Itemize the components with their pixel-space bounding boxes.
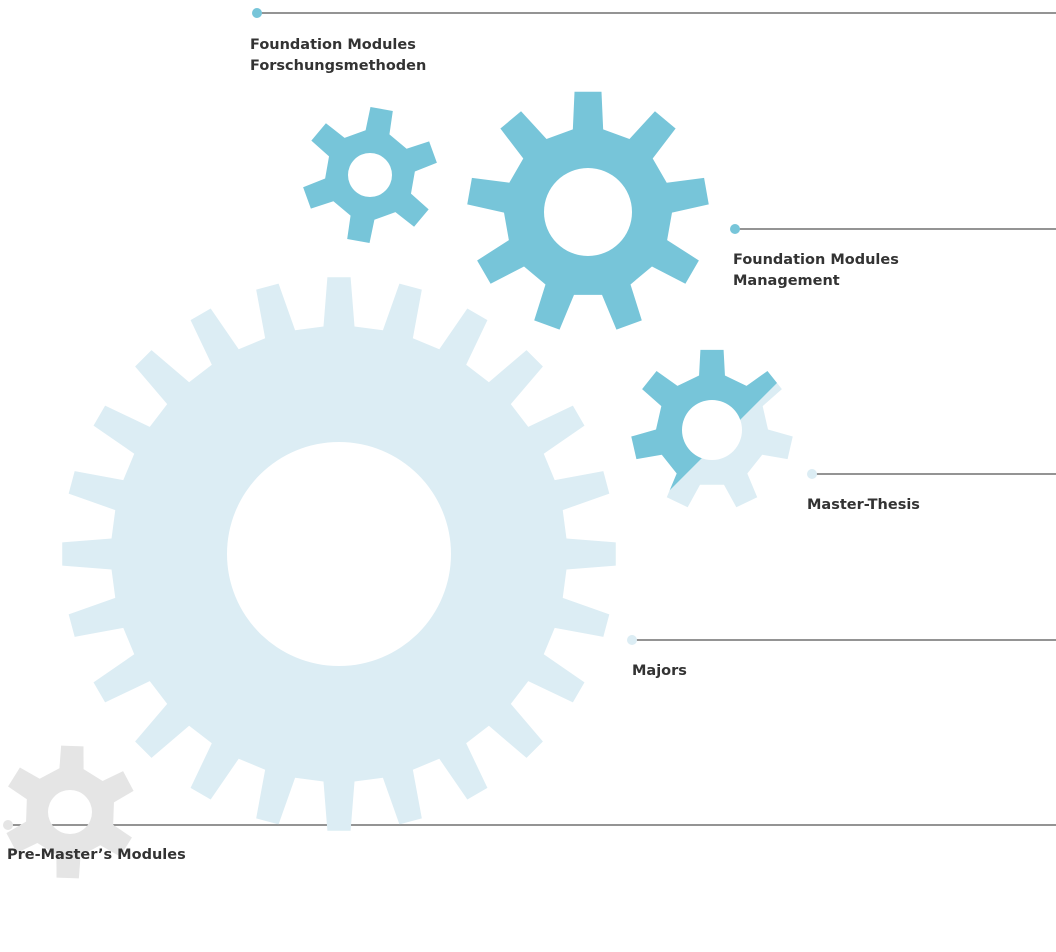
dot-foundation-management — [730, 224, 740, 234]
gear-grey — [6, 745, 134, 879]
label-majors: Majors — [632, 661, 687, 682]
label-pre-masters-modules: Pre-Master’s Modules — [7, 845, 186, 866]
label-master-thesis: Master-Thesis — [807, 495, 920, 516]
connector-lines — [8, 12, 1056, 826]
label-foundation-management: Foundation Modules Management — [733, 250, 899, 292]
label-line: Management — [733, 273, 840, 289]
label-foundation-forschungsmethoden: Foundation Modules Forschungsmethoden — [250, 35, 426, 77]
label-line: Master-Thesis — [807, 497, 920, 513]
gear-small-teal — [303, 107, 437, 243]
gears — [6, 91, 793, 879]
milestone-dots — [3, 8, 817, 830]
gear-large-lightblue — [62, 277, 616, 831]
gear-half-split-upper — [631, 349, 793, 508]
dot-pre-masters-modules — [3, 820, 13, 830]
dot-master-thesis — [807, 469, 817, 479]
gear-medium-teal — [467, 91, 709, 330]
label-line: Foundation Modules — [250, 37, 416, 53]
label-line: Majors — [632, 663, 687, 679]
label-line: Forschungsmethoden — [250, 58, 427, 74]
label-line: Pre-Master’s Modules — [7, 847, 186, 863]
dot-majors — [627, 635, 637, 645]
label-line: Foundation Modules — [733, 252, 899, 268]
dot-foundation-forschungsmethoden — [252, 8, 262, 18]
